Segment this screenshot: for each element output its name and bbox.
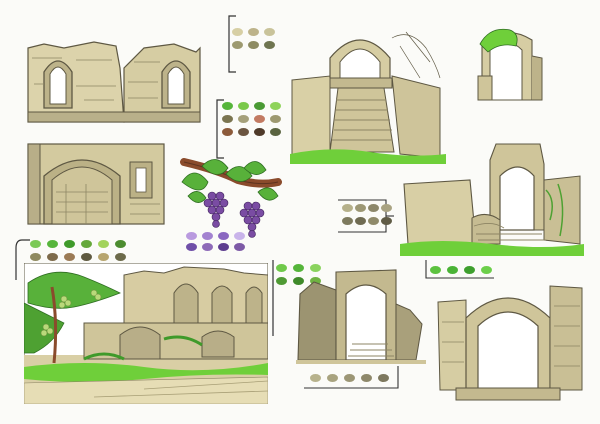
color-swatch (368, 204, 379, 212)
tunnel-stairs-arch-sketch (290, 31, 446, 164)
overgrown-courtyard-palette (30, 240, 126, 261)
color-swatch (238, 115, 249, 123)
color-swatch (361, 374, 372, 382)
grapevine-palette (186, 232, 245, 251)
color-swatch (202, 232, 213, 240)
stone-gate-arch-sketch (437, 285, 583, 401)
color-swatch (293, 277, 304, 285)
color-swatch (327, 374, 338, 382)
color-swatch (98, 253, 109, 261)
color-swatch (232, 41, 243, 49)
color-swatch (310, 264, 321, 272)
palette-bracket (425, 260, 494, 279)
color-swatch (430, 266, 441, 274)
color-swatch (218, 232, 229, 240)
color-swatch (81, 253, 92, 261)
color-swatch (186, 232, 197, 240)
palette-bracket (228, 15, 236, 73)
arch-gate-with-steps-sketch (400, 143, 584, 256)
color-swatch (254, 128, 265, 136)
color-swatch (447, 266, 458, 274)
color-swatch (342, 217, 353, 225)
color-swatch (276, 264, 287, 272)
color-swatch (464, 266, 475, 274)
color-swatch (30, 253, 41, 261)
color-swatch (232, 28, 243, 36)
color-swatch (222, 102, 233, 110)
color-swatch (355, 217, 366, 225)
palette-bracket (216, 99, 224, 159)
color-swatch (310, 374, 321, 382)
color-swatch (381, 217, 392, 225)
color-swatch (270, 102, 281, 110)
color-swatch (238, 102, 249, 110)
palette-bracket (338, 199, 394, 233)
ruined-gothic-windows-sketch (27, 41, 201, 123)
color-swatch (248, 41, 259, 49)
color-swatch (378, 374, 389, 382)
color-swatch (64, 253, 75, 261)
ruined-gothic-windows-palette (232, 28, 275, 49)
color-swatch (381, 204, 392, 212)
color-swatch (47, 240, 58, 248)
palette-bracket (272, 260, 274, 336)
color-swatch (98, 240, 109, 248)
color-swatch (234, 243, 245, 251)
color-swatch (115, 253, 126, 261)
color-swatch (81, 240, 92, 248)
color-swatch (270, 115, 281, 123)
color-swatch (254, 115, 265, 123)
stone-archway-wall-sketch (27, 143, 165, 225)
stone-arch-gate-palette (310, 374, 389, 382)
color-swatch (276, 277, 287, 285)
broken-wall-arch-palette (342, 204, 392, 225)
color-swatch (222, 128, 233, 136)
ruined-wall-arch-stairs-sketch (296, 269, 426, 364)
color-swatch (238, 128, 249, 136)
color-swatch (264, 41, 275, 49)
color-swatch (218, 243, 229, 251)
color-swatch (368, 217, 379, 225)
color-swatch (202, 243, 213, 251)
overgrown-small-arch-sketch (477, 28, 543, 101)
arch-gate-grass-palette (430, 266, 492, 274)
color-swatch (481, 266, 492, 274)
grapevine-sketch (180, 158, 282, 238)
courtyard-arches-palette (222, 102, 281, 136)
color-swatch (47, 253, 58, 261)
color-swatch (342, 204, 353, 212)
color-swatch (248, 28, 259, 36)
color-swatch (30, 240, 41, 248)
palette-bracket (15, 239, 30, 280)
color-swatch (234, 232, 245, 240)
color-swatch (310, 277, 321, 285)
color-swatch (115, 240, 126, 248)
color-swatch (270, 128, 281, 136)
color-swatch (344, 374, 355, 382)
color-swatch (355, 204, 366, 212)
color-swatch (264, 28, 275, 36)
color-swatch (293, 264, 304, 272)
palette-bracket (304, 366, 399, 389)
overgrown-courtyard-scene (24, 263, 268, 404)
color-swatch (222, 115, 233, 123)
color-swatch (186, 243, 197, 251)
color-swatch (254, 102, 265, 110)
color-swatch (64, 240, 75, 248)
ruined-gate-stairs-palette (276, 264, 321, 285)
